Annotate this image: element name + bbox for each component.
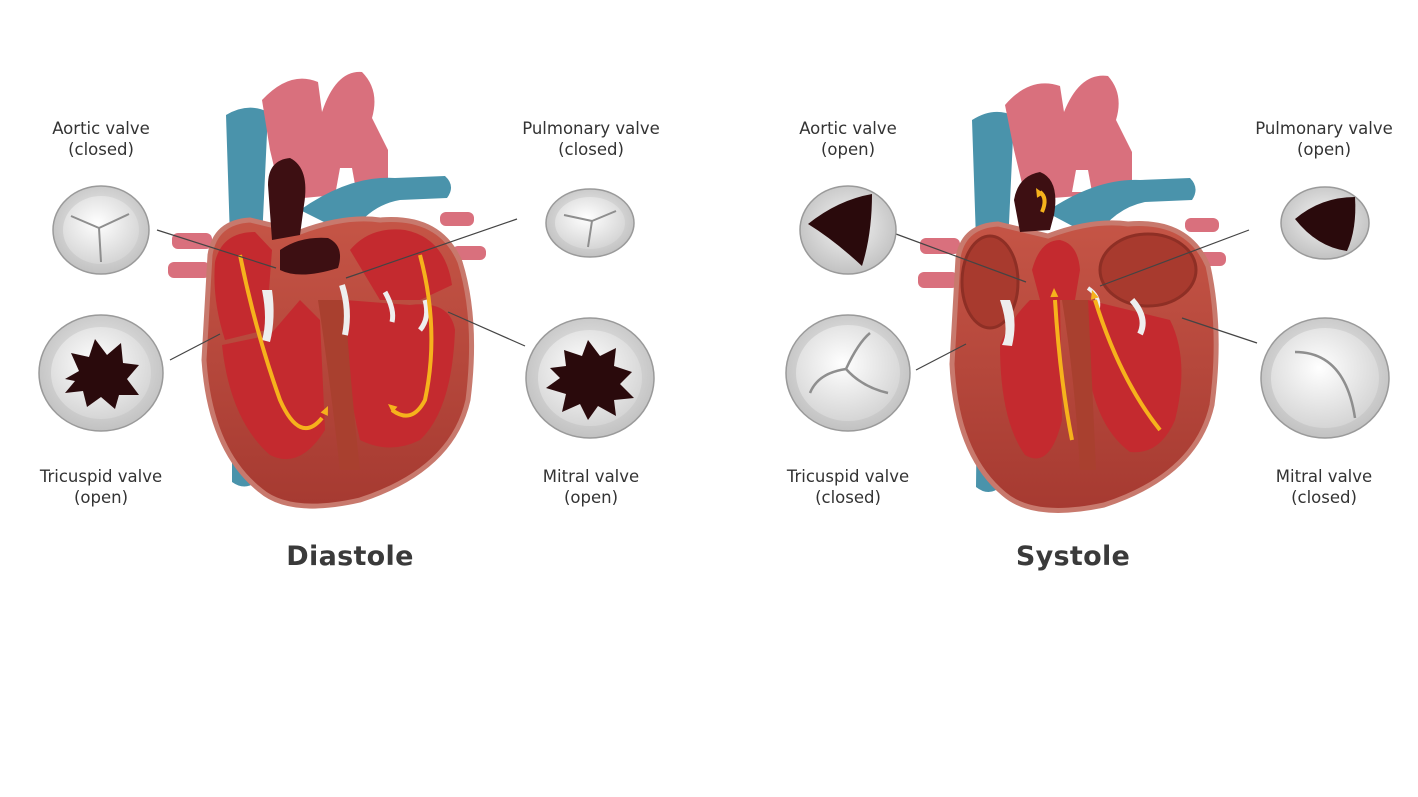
label-systole-aortic-valve: Aortic valve (open) [763,118,933,160]
valve-open-icon [1280,186,1370,260]
label-diastole-mitral-valve: Mitral valve (open) [506,466,676,508]
valve-state: (closed) [558,140,624,159]
heart-systole-illustration [895,75,1258,513]
aorta-shape [1005,75,1132,200]
right-ventricle-shape [1000,300,1062,459]
label-diastole-pulmonary-valve: Pulmonary valve (closed) [506,118,676,160]
systole-title: Systole [1015,541,1131,572]
valve-state: (open) [563,488,619,507]
left-ventricle-shape [345,300,455,448]
valve-name: Aortic valve [52,119,150,138]
valve-closed-icon [785,314,911,432]
valve-state: (open) [1296,140,1352,159]
right-atrium-shape [214,232,272,340]
label-systole-pulmonary-valve: Pulmonary valve (open) [1239,118,1409,160]
valve-open-icon [525,317,655,439]
valve-name: Tricuspid valve [39,467,163,486]
valve-closed-icon [545,188,635,258]
heart-diastole-illustration [156,71,526,509]
flow-arrow-icon [390,254,434,418]
flow-arrow-icon [1053,299,1074,441]
flow-arrow-icon [1093,299,1162,432]
label-diastole-aortic-valve: Aortic valve (closed) [16,118,186,160]
left-ventricle-shape [1088,300,1182,453]
valve-open-icon [38,314,164,432]
left-atrium-shape [1098,232,1198,308]
valve-state: (open) [73,488,129,507]
valve-name: Pulmonary valve [522,119,660,138]
flow-arrow-icon [238,254,324,430]
valve-name: Tricuspid valve [786,467,910,486]
label-systole-tricuspid-valve: Tricuspid valve (closed) [763,466,933,508]
valve-state: (open) [820,140,876,159]
valve-open-icon [799,185,897,275]
label-diastole-tricuspid-valve: Tricuspid valve (open) [16,466,186,508]
pulmonary-artery-shape [1046,178,1196,238]
valve-closed-icon [52,185,150,275]
valve-state: (closed) [68,140,134,159]
valve-closed-icon [1260,317,1390,439]
valve-state: (closed) [1291,488,1357,507]
valve-state: (closed) [815,488,881,507]
valve-name: Mitral valve [542,467,640,486]
valve-name: Mitral valve [1275,467,1373,486]
valve-name: Aortic valve [799,119,897,138]
label-systole-mitral-valve: Mitral valve (closed) [1239,466,1409,508]
diastole-title: Diastole [286,541,414,572]
valve-name: Pulmonary valve [1255,119,1393,138]
